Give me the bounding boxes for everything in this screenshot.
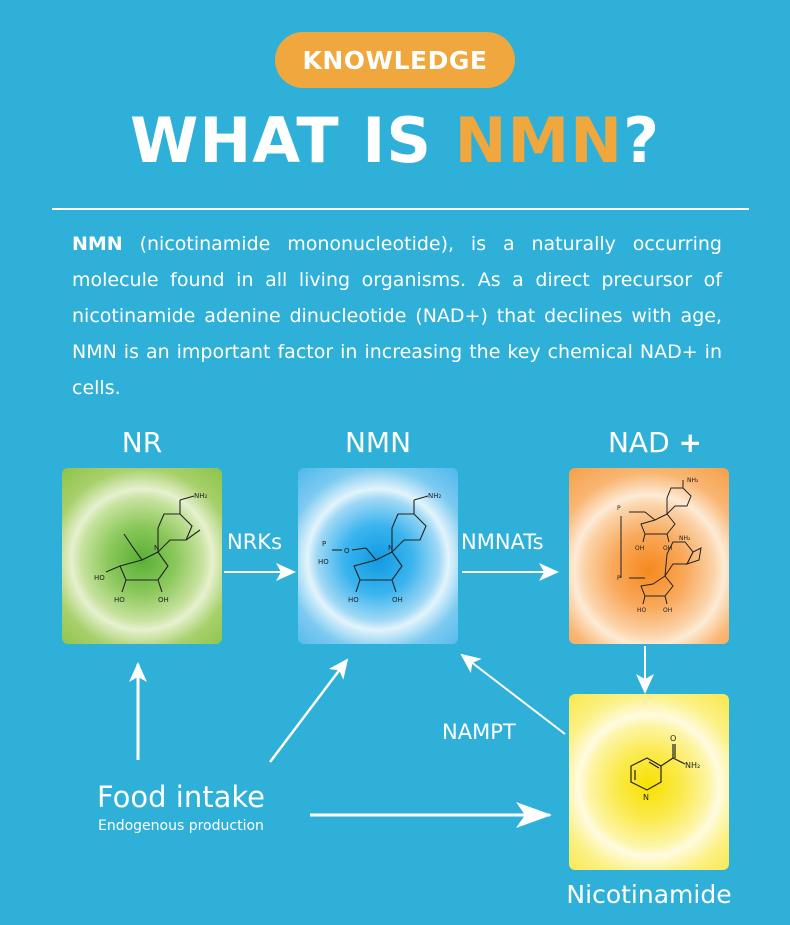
description-text: (nicotinamide mononucleotide), is a natu… [72, 233, 722, 399]
nmn-ho2-label: HO [348, 596, 359, 604]
nicotinamide-structure-icon: NH₂ N O [630, 734, 700, 802]
endogenous-production-label: Endogenous production [98, 818, 264, 834]
nr-oh-label: OH [158, 596, 169, 604]
nad-nh2b-label: NH₂ [679, 535, 691, 542]
enzyme-nmnats: NMNATs [461, 530, 544, 554]
nad-p1-label: P [617, 505, 621, 512]
page-title: WHAT IS NMN? [0, 104, 790, 177]
description-lead: NMN [72, 233, 123, 255]
nr-n-label: N [154, 544, 159, 552]
nad-oh2-label: OH [663, 545, 672, 552]
nic-n-label: N [643, 793, 649, 802]
nr-structure-icon: NH₂ HO HO OH N [94, 492, 208, 604]
nicotinamide-molecule-box: NH₂ N O [569, 694, 729, 870]
title-prefix: WHAT IS [129, 104, 455, 177]
node-label-nr: NR [121, 426, 163, 459]
arrow-food-to-nmn [269, 658, 349, 763]
nmn-nh2-label: NH₂ [428, 492, 442, 500]
nad-structure-icon: NH₂ NH₂ P P OH OH HO OH [617, 477, 702, 614]
title-suffix: ? [623, 104, 661, 177]
nad-molecule-box: NH₂ NH₂ P P OH OH HO OH [569, 468, 729, 644]
description-paragraph: NMN (nicotinamide mononucleotide), is a … [72, 226, 722, 406]
nad-oh1-label: OH [635, 545, 644, 552]
node-label-nad: NAD + [590, 426, 720, 459]
knowledge-badge: KNOWLEDGE [275, 32, 515, 88]
node-label-nad-plus: + [678, 426, 703, 459]
nmn-molecule-box: NH₂ P O HO HO OH N [298, 468, 458, 644]
nad-oh3-label: OH [663, 607, 672, 614]
enzyme-nampt: NAMPT [442, 720, 516, 744]
nad-ho-label: HO [637, 607, 647, 614]
title-highlight: NMN [454, 104, 624, 177]
nr-molecule-box: NH₂ HO HO OH N [62, 468, 222, 644]
nmn-p-label: P [322, 540, 326, 548]
nic-o-label: O [670, 734, 676, 743]
nr-ho-label: HO [94, 574, 105, 582]
nad-nh2-label: NH₂ [687, 477, 699, 484]
node-label-nicotinamide: Nicotinamide [566, 880, 732, 909]
title-divider [52, 208, 749, 210]
arrow-nicotinamide-to-nmn [460, 653, 566, 735]
food-intake-label: Food intake [97, 780, 265, 814]
enzyme-nrks: NRKs [227, 530, 283, 554]
nmn-ho-label: HO [318, 558, 329, 566]
nmn-n-label: N [388, 544, 393, 552]
nic-nh2-label: NH₂ [685, 761, 700, 770]
nad-p2-label: P [617, 575, 621, 582]
nmn-o-label: O [344, 547, 350, 555]
nmn-structure-icon: NH₂ P O HO HO OH N [318, 492, 442, 604]
node-label-nmn: NMN [344, 426, 412, 459]
node-label-nad-text: NAD [607, 426, 670, 459]
nr-ho2-label: HO [114, 596, 125, 604]
nmn-oh-label: OH [392, 596, 403, 604]
nr-nh2-label: NH₂ [194, 492, 208, 500]
